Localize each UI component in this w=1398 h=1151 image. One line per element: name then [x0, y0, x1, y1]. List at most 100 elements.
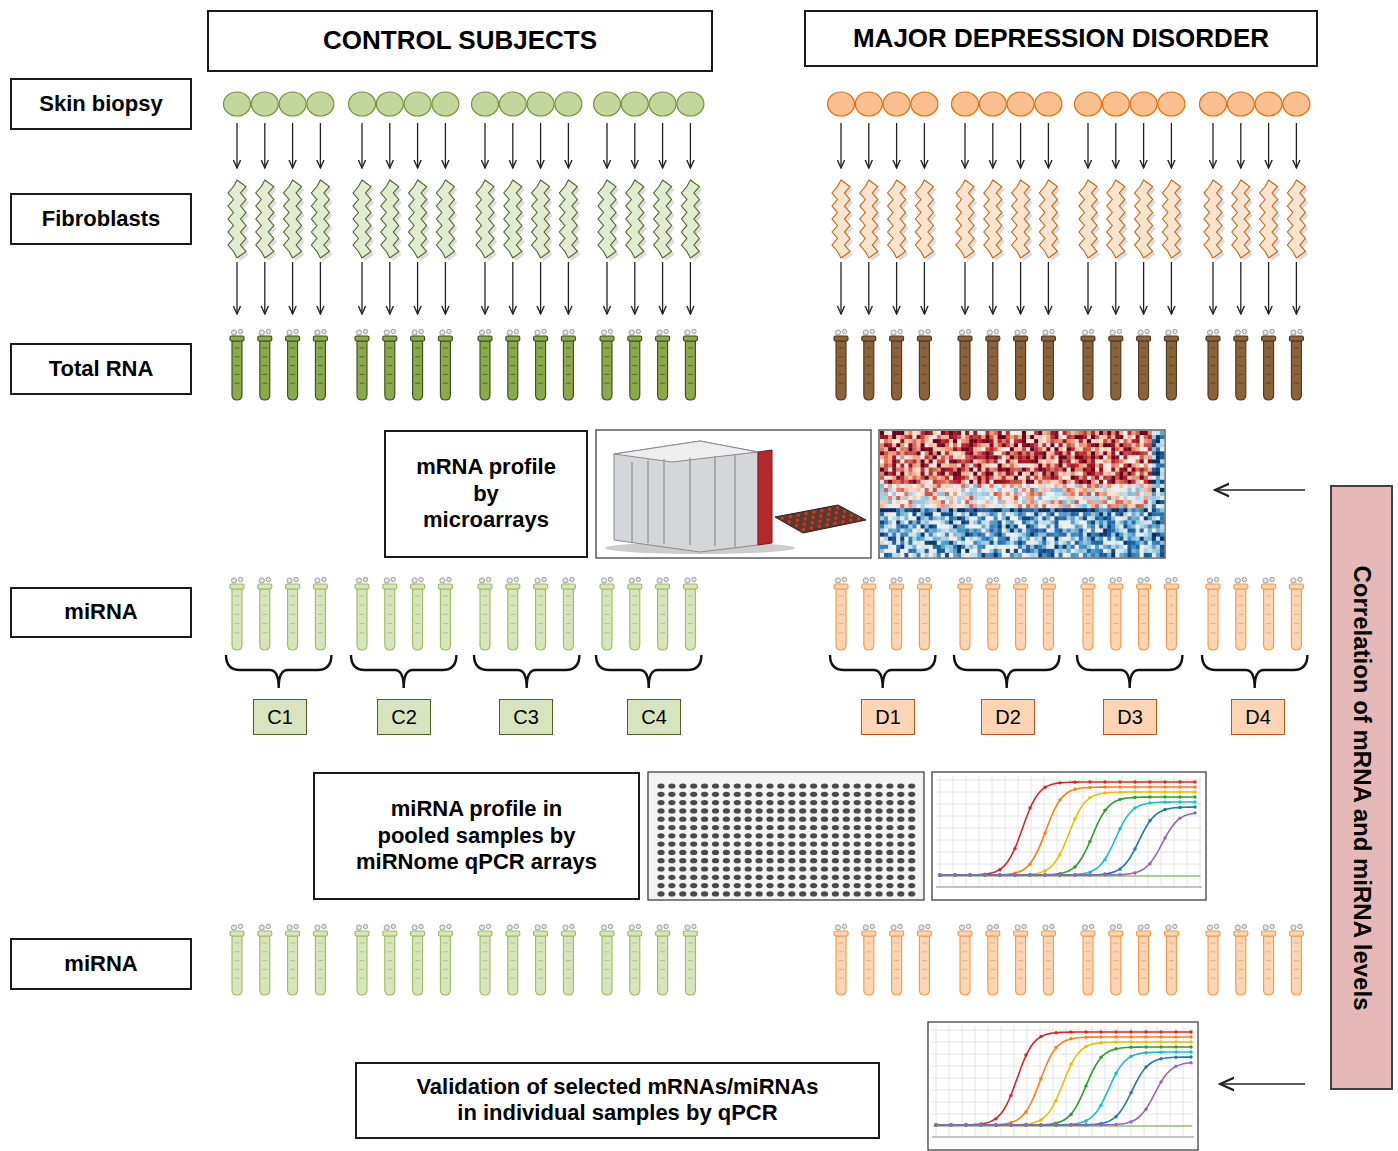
tube-mark [660, 365, 665, 366]
tube-bead [363, 329, 367, 333]
heatmap-cell [1140, 464, 1144, 468]
plate-well [820, 509, 824, 513]
heatmap-cell [949, 435, 953, 439]
tube-bead [1173, 924, 1177, 928]
heatmap-cell [981, 464, 985, 468]
heatmap-cell [1026, 468, 1030, 472]
heatmap-cell [1115, 459, 1119, 463]
tube-mark [963, 978, 968, 979]
heatmap-cell [1095, 435, 1099, 439]
tube-bead [363, 924, 367, 928]
tube-mark [510, 614, 515, 615]
tube-cap [862, 336, 876, 341]
heatmap-cell [1103, 447, 1107, 451]
heatmap-cell [1026, 443, 1030, 447]
tube-bead [514, 329, 518, 333]
heatmap-cell [1083, 443, 1087, 447]
heatmap-cell [998, 439, 1002, 443]
tube-bead [542, 329, 546, 333]
heatmap-cell [977, 431, 981, 435]
heatmap-cell [945, 476, 949, 480]
tube-bead [486, 329, 490, 333]
heatmap-cell [925, 464, 929, 468]
heatmap-cell [1002, 447, 1006, 451]
tube-bead [685, 925, 690, 930]
tube-bead [447, 924, 451, 928]
down-arrow [662, 262, 663, 314]
heatmap-cell [1136, 443, 1140, 447]
heatmap-cell [1034, 435, 1038, 439]
heatmap-cell [1127, 468, 1131, 472]
tube-mark [1169, 960, 1174, 961]
heatmap-cell [1091, 459, 1095, 463]
down-arrow [512, 262, 513, 314]
tube-cap [313, 336, 327, 341]
tube-body [232, 589, 242, 650]
tube-mark [262, 623, 267, 624]
tube-mark [688, 623, 693, 624]
heatmap-cell [965, 443, 969, 447]
tube [313, 329, 327, 400]
heatmap-cell [892, 451, 896, 455]
heatmap-cell [1030, 459, 1034, 463]
tube-mark [1046, 614, 1051, 615]
fibroblast-cell [598, 180, 616, 258]
tube-cap [355, 336, 369, 341]
tube-cap [1234, 336, 1248, 341]
fibroblast-cell [256, 180, 274, 258]
heatmap-cell [1067, 435, 1071, 439]
heatmap-cell [1014, 455, 1018, 459]
heatmap-cell [1042, 431, 1046, 435]
heatmap-cell [1123, 447, 1127, 451]
fibroblast-cell [228, 180, 246, 258]
tube-cap [917, 931, 931, 936]
plate-well [834, 516, 838, 520]
tube-mark [1046, 605, 1051, 606]
tube-mark [1046, 383, 1051, 384]
tube-mark [922, 605, 927, 606]
tube-bead [1117, 924, 1121, 928]
heatmap-cell [1079, 435, 1083, 439]
heatmap-cell [1063, 443, 1067, 447]
heatmap-cell [945, 435, 949, 439]
tube-mark [415, 943, 420, 944]
tube-bead [1263, 925, 1268, 930]
tube-mark [605, 596, 610, 597]
down-arrow [964, 123, 965, 168]
heatmap-cell [1046, 451, 1050, 455]
down-arrow [1115, 123, 1116, 168]
tube-bead [629, 330, 634, 335]
machine-top [614, 441, 758, 462]
heatmap-cell [977, 472, 981, 476]
tube [683, 577, 697, 650]
heatmap-cell [1006, 455, 1010, 459]
tube-bead [447, 577, 451, 581]
tube-mark [1238, 374, 1243, 375]
tube-cap [534, 584, 548, 589]
tube-bead [322, 329, 326, 333]
heatmap-cell [912, 476, 916, 480]
tube-cap [383, 336, 397, 341]
tube-mark [839, 356, 844, 357]
tube-mark [632, 632, 637, 633]
tube [230, 924, 244, 995]
tube-mark [1294, 374, 1299, 375]
heatmap-cell [1071, 455, 1075, 459]
tube-mark [1211, 951, 1216, 952]
tube-mark [922, 596, 927, 597]
tube-body [440, 589, 450, 650]
tube-mark [990, 374, 995, 375]
tube-bead [1043, 925, 1048, 930]
tube-mark [660, 943, 665, 944]
tube [1262, 577, 1276, 650]
biopsy-circle [555, 92, 582, 116]
heatmap-cell [1119, 464, 1123, 468]
heatmap-cell [973, 476, 977, 480]
heatmap-cell [1148, 447, 1152, 451]
heatmap-cell [1067, 459, 1071, 463]
heatmap-cell [880, 447, 884, 451]
mirna-tubes [230, 924, 1303, 995]
tube-body [232, 341, 242, 400]
tube-body [536, 589, 546, 650]
biopsy-circle [952, 92, 979, 116]
